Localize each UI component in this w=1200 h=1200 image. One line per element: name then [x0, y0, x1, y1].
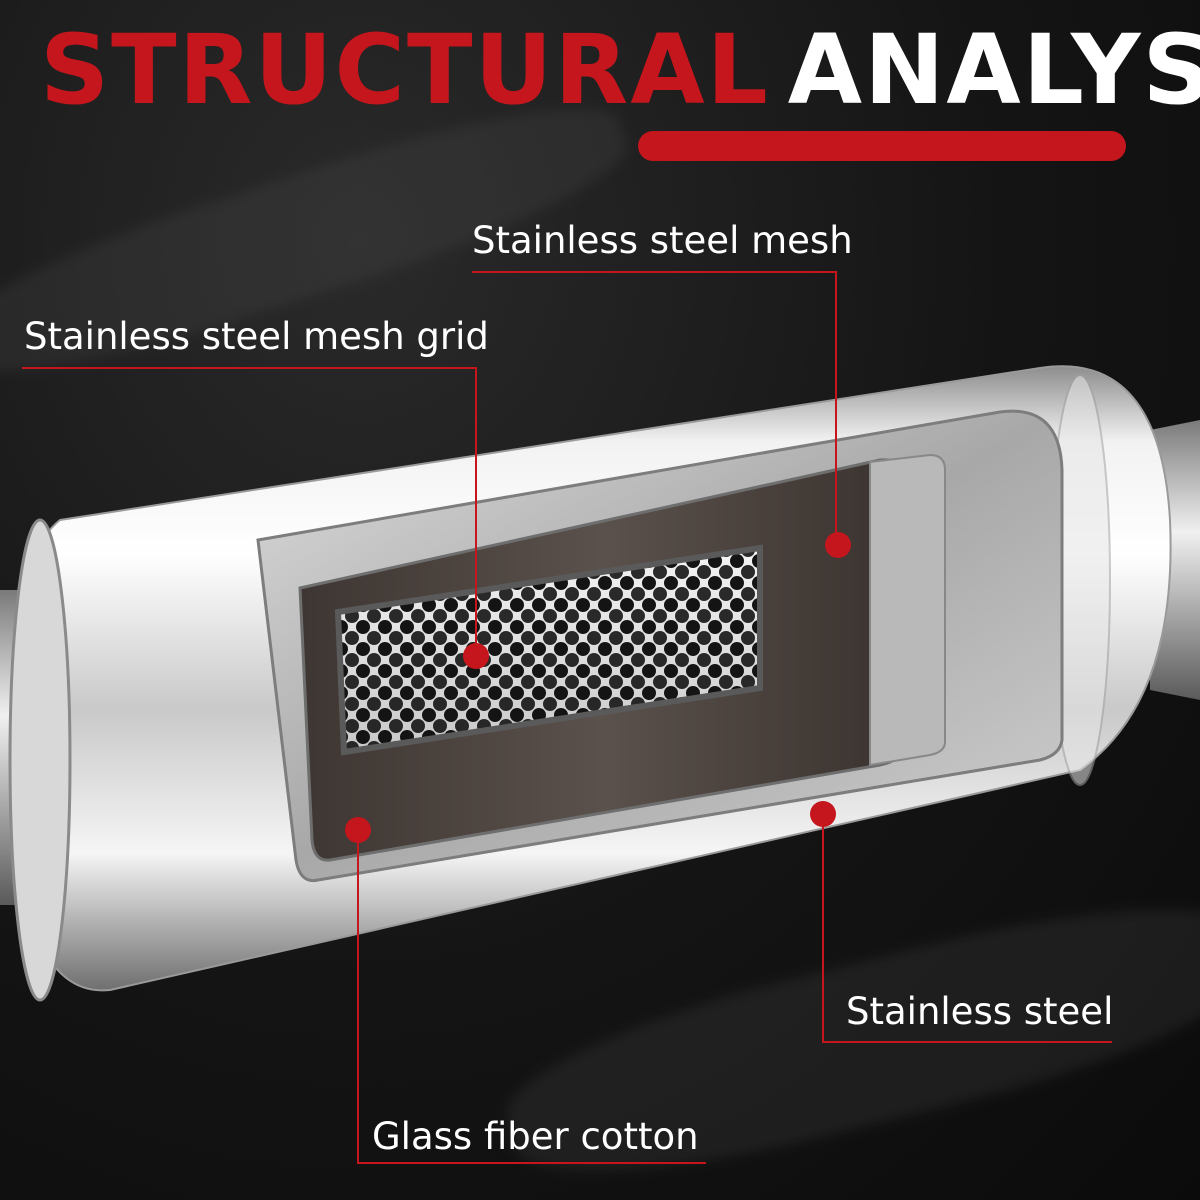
- label-glass-fiber-cotton: Glass fiber cotton: [372, 1115, 699, 1158]
- end-cap: [8, 518, 72, 1002]
- leader-line-mesh-grid: [22, 367, 477, 656]
- marker-dot-steel-mesh: [825, 532, 851, 558]
- marker-dot-glass-fiber: [345, 817, 371, 843]
- leader-line-stainless-steel: [822, 814, 1112, 1043]
- title-underline: [638, 131, 1126, 161]
- leader-line-glass-fiber: [357, 830, 706, 1164]
- leader-line-steel-mesh: [472, 271, 837, 545]
- label-stainless-steel-mesh-grid: Stainless steel mesh grid: [24, 315, 489, 358]
- title-part-analysis: ANALYSIS: [787, 14, 1200, 126]
- label-stainless-steel-mesh: Stainless steel mesh: [472, 219, 853, 262]
- mesh-grid-frame: [334, 544, 763, 756]
- inner-steel-mesh-wall: [869, 453, 946, 767]
- page-title: STRUCTURALANALYSIS: [40, 22, 1200, 118]
- title-part-structural: STRUCTURAL: [40, 14, 770, 126]
- marker-dot-stainless-steel: [810, 801, 836, 827]
- label-stainless-steel: Stainless steel: [846, 990, 1114, 1033]
- marker-dot-mesh-grid: [463, 643, 489, 669]
